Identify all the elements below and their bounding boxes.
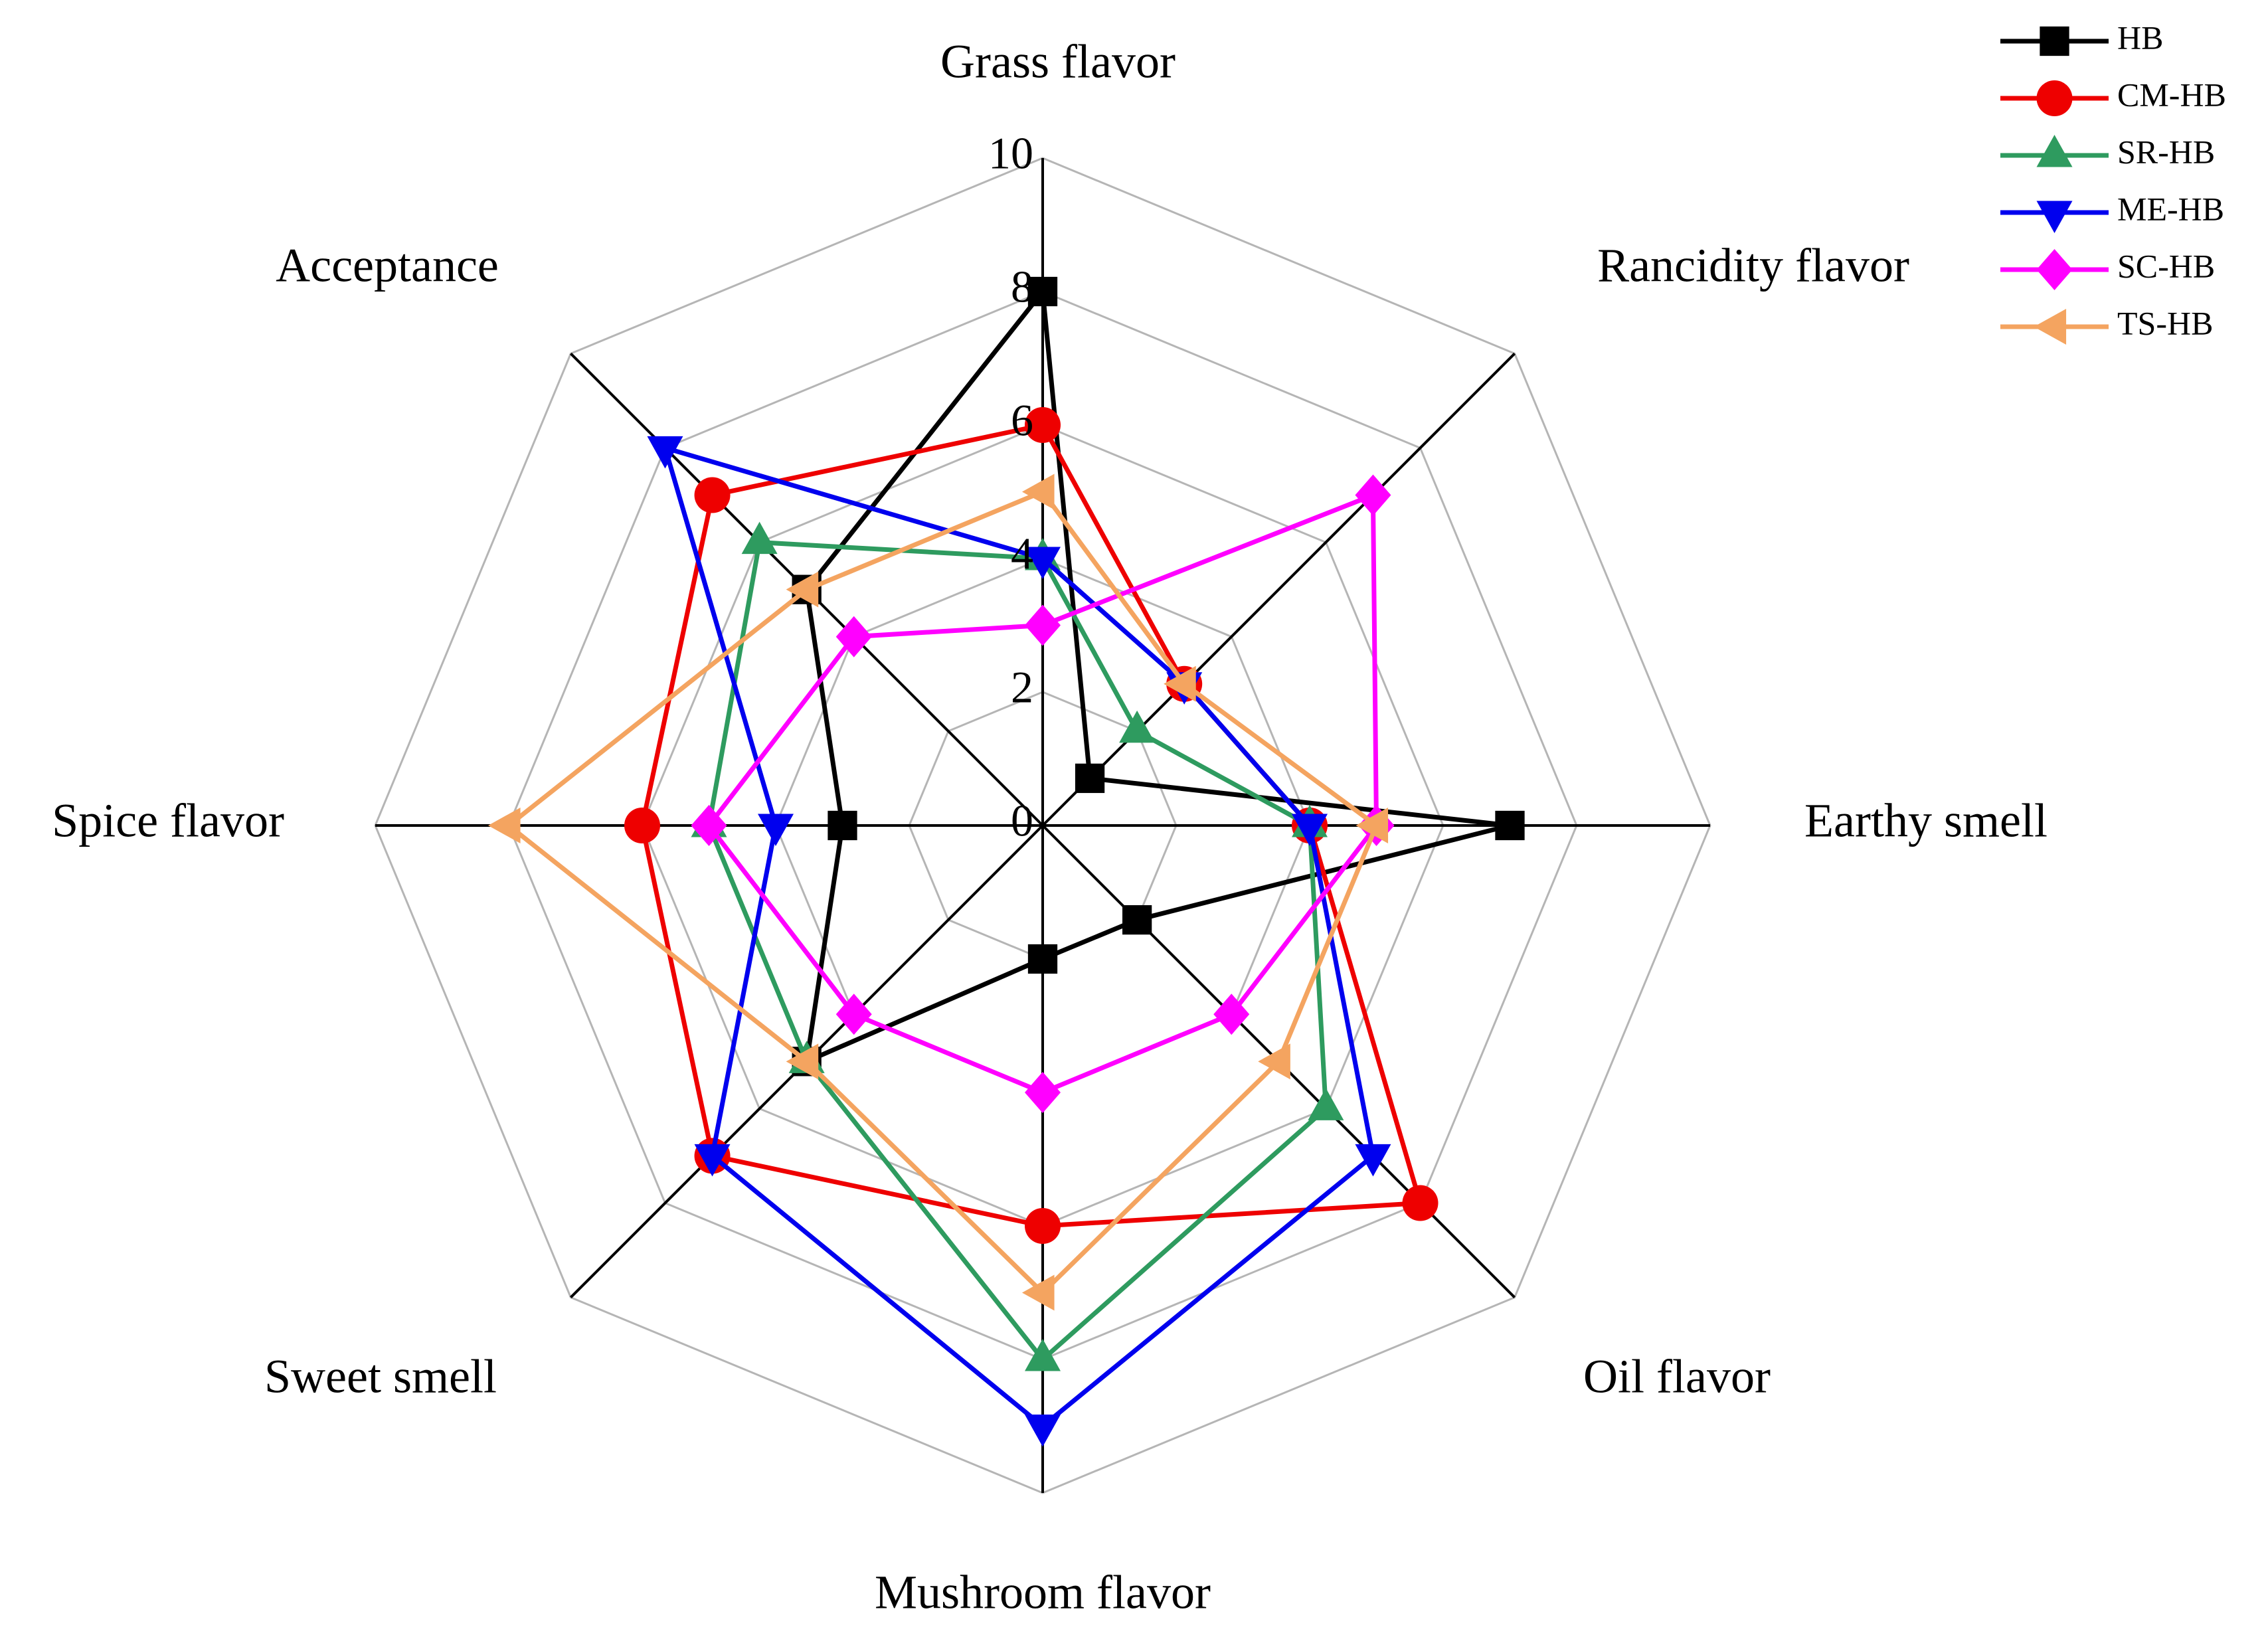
tick-label: 0 [1011,796,1033,846]
legend-item-cm-hb: CM-HB [2000,76,2226,116]
data-point-sc-hb-rancidity-flavor [1355,474,1391,516]
axis-label-mushroom-flavor: Mushroom flavor [875,1566,1211,1619]
legend-item-sc-hb: SC-HB [2000,247,2215,291]
axis-label-acceptance: Acceptance [276,239,499,292]
legend-marker-me-hb [2036,201,2073,234]
data-point-me-hb-sweet-smell [694,1144,731,1177]
radial-tick-labels: 0 2 4 6 8 10 [988,128,1033,846]
data-point-me-hb-earthy-smell [1292,814,1328,847]
data-point-ts-hb-oil-flavor [1258,1043,1290,1080]
legend-label-sr-hb: SR-HB [2117,133,2215,170]
tick-label: 2 [1011,662,1033,713]
legend-marker-cm-hb [2036,80,2073,116]
data-point-cm-hb-oil-flavor [1402,1185,1439,1221]
data-point-hb-oil-flavor [1122,905,1152,935]
data-point-sc-hb-sweet-smell [835,994,872,1035]
data-point-sr-hb-acceptance [741,521,778,555]
axis-label-earthy-smell: Earthy smell [1804,794,2048,847]
data-point-me-hb-grass-flavor [1025,547,1061,580]
legend-label-hb: HB [2117,19,2163,56]
legend-marker-sr-hb [2036,134,2073,167]
data-point-me-hb-spice-flavor [758,814,794,847]
data-point-sc-hb-mushroom-flavor [1025,1071,1061,1114]
series-line-me-hb [661,444,1376,1430]
data-point-cm-hb-grass-flavor [1025,407,1061,443]
data-point-hb-earthy-smell [1495,810,1525,841]
data-point-cm-hb-spice-flavor [624,808,660,843]
legend-label-cm-hb: CM-HB [2117,76,2226,113]
data-point-ts-hb-spice-flavor [487,808,521,843]
series-sr-hb [691,521,1344,1371]
tick-label: 4 [1011,529,1033,579]
series-sc-hb [691,474,1395,1114]
data-point-hb-rancidity-flavor [1075,763,1105,794]
axis-label-rancidity-flavor: Rancidity flavor [1597,239,1909,292]
axis-label-sweet-smell: Sweet smell [264,1350,497,1403]
data-point-me-hb-oil-flavor [1355,1144,1391,1177]
data-point-hb-grass-flavor [1027,276,1058,307]
legend: HB CM-HB SR-HB ME-HB SC-HB TS-HB [2000,19,2226,345]
data-point-cm-hb-acceptance [694,477,731,513]
tick-label: 10 [988,128,1033,179]
radar-series [487,276,1525,1447]
data-point-ts-hb-sweet-smell [786,1043,819,1080]
data-point-me-hb-mushroom-flavor [1025,1414,1061,1447]
data-point-ts-hb-mushroom-flavor [1021,1274,1055,1311]
legend-item-sr-hb: SR-HB [2000,133,2215,170]
data-point-sc-hb-spice-flavor [691,804,727,847]
data-point-sc-hb-oil-flavor [1213,994,1250,1035]
legend-label-ts-hb: TS-HB [2117,304,2213,341]
legend-marker-hb [2040,26,2069,56]
data-point-ts-hb-earthy-smell [1355,808,1389,843]
data-point-hb-mushroom-flavor [1027,944,1058,974]
legend-item-ts-hb: TS-HB [2000,304,2213,345]
data-point-cm-hb-mushroom-flavor [1025,1208,1061,1244]
series-line-hb [804,286,1511,1066]
legend-marker-sc-hb [2036,248,2073,291]
data-point-sc-hb-acceptance [835,616,872,657]
series-ts-hb [487,474,1389,1311]
axis-label-oil-flavor: Oil flavor [1583,1350,1771,1403]
data-point-sr-hb-rancidity-flavor [1119,710,1156,743]
data-point-sc-hb-grass-flavor [1025,604,1061,646]
data-point-ts-hb-acceptance [786,571,819,608]
series-hb [792,276,1525,1077]
axis-label-grass-flavor: Grass flavor [940,35,1176,88]
axis-spoke-rancidity-flavor [1041,352,1516,827]
data-point-ts-hb-grass-flavor [1021,474,1055,510]
data-point-me-hb-acceptance [647,436,683,469]
tick-label: 8 [1011,262,1033,312]
axis-label-spice-flavor: Spice flavor [52,794,284,847]
data-point-sr-hb-oil-flavor [1308,1088,1344,1120]
legend-label-sc-hb: SC-HB [2117,247,2215,284]
data-point-hb-spice-flavor [828,810,857,841]
legend-label-me-hb: ME-HB [2117,190,2224,227]
legend-item-hb: HB [2000,19,2163,56]
data-point-sr-hb-mushroom-flavor [1025,1338,1061,1371]
data-point-ts-hb-rancidity-flavor [1164,665,1196,702]
legend-item-me-hb: ME-HB [2000,190,2224,234]
tick-label: 6 [1011,395,1033,446]
legend-marker-ts-hb [2034,309,2067,345]
